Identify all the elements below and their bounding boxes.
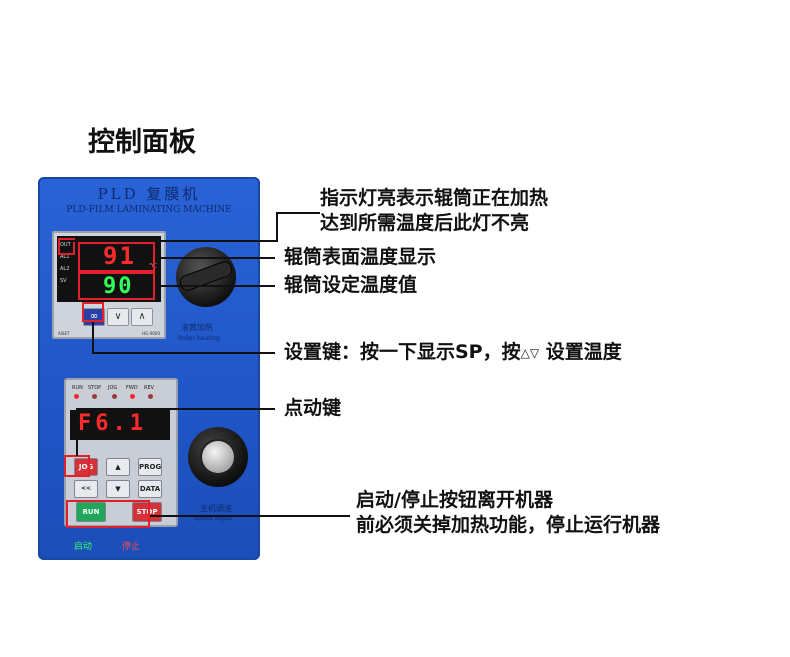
- inverter-keypad: RUN STOP JOG FWD REV F6.1 JOG ▲ PROG << …: [64, 378, 178, 527]
- leader-line-jog: [76, 408, 275, 410]
- page-title: 控制面板: [88, 127, 196, 158]
- leader-line-indicator-end: [276, 212, 320, 214]
- sv-highlight: [78, 272, 155, 300]
- led-label-fwd: FWD: [126, 385, 138, 391]
- rev-led-icon: [148, 394, 153, 399]
- controller-model-right: HG-9000: [142, 331, 160, 336]
- leader-line-indicator: [66, 240, 276, 242]
- jog-led-icon: [112, 394, 117, 399]
- temperature-display: OUT AL1 AL2 SV 91 ℃ 90: [57, 236, 161, 302]
- up-down-arrows-icon: △▽: [520, 345, 540, 360]
- leader-line-set-key-vertical: [92, 322, 94, 354]
- led-label-run: RUN: [72, 385, 83, 391]
- down-button[interactable]: ▼: [106, 480, 130, 498]
- set-key-note: 设置键：按一下显示SP，按△▽ 设置温度: [284, 340, 622, 365]
- speed-knob-label-en: Speed adjust: [194, 515, 234, 522]
- stop-label: 停止: [122, 542, 141, 552]
- indicator-label-out: OUT: [60, 242, 71, 248]
- speed-knob-label: 主机调速: [200, 504, 232, 513]
- indicator-label-al2: AL2: [60, 266, 70, 272]
- up-key-button[interactable]: ∧: [131, 308, 153, 326]
- set-key-note-b: 设置温度: [539, 341, 622, 363]
- led-label-jog: JOG: [108, 385, 118, 391]
- heater-switch-knob[interactable]: [176, 247, 236, 307]
- inverter-display: F6.1: [70, 410, 170, 440]
- run-button[interactable]: RUN: [76, 502, 106, 522]
- leader-line-jog-vertical: [76, 408, 78, 456]
- pv-highlight: [78, 242, 155, 272]
- indicator-note-line1: 指示灯亮表示辊筒正在加热: [320, 187, 549, 209]
- indicator-label-sv: SV: [60, 278, 67, 284]
- start-label: 启动: [74, 542, 93, 552]
- indicator-note: 指示灯亮表示辊筒正在加热 达到所需温度后此灯不亮: [320, 186, 548, 236]
- brand-title: PLD 复膜机: [97, 185, 201, 203]
- up-button[interactable]: ▲: [106, 458, 130, 476]
- indicator-label-al1: AL1: [60, 254, 70, 260]
- unit-label: ℃: [149, 262, 157, 270]
- set-key-highlight: [82, 302, 104, 322]
- sv-readout: 90: [103, 274, 134, 299]
- led-label-rev: REV: [144, 385, 155, 391]
- surface-temp-note: 辊筒表面温度显示: [284, 246, 437, 268]
- start-stop-note-line2: 前必须关掉加热功能，停止运行机器: [356, 514, 661, 536]
- led-label-stop: STOP: [88, 385, 102, 391]
- rev-button[interactable]: << REV: [74, 480, 98, 508]
- start-stop-note-line1: 启动/停止按钮离开机器: [356, 489, 553, 511]
- speed-adjust-knob[interactable]: [188, 427, 248, 487]
- run-led-icon: [74, 394, 79, 399]
- leader-line-set-temp: [155, 285, 275, 287]
- leader-line-surface-temp: [155, 257, 275, 259]
- set-temp-note: 辊筒设定温度值: [284, 274, 418, 296]
- start-stop-note: 启动/停止按钮离开机器 前必须关掉加热功能，停止运行机器: [356, 488, 660, 538]
- indicator-highlight: [58, 238, 75, 255]
- indicator-note-line2: 达到所需温度后此灯不亮: [320, 212, 530, 234]
- inverter-readout: F6.1: [78, 411, 147, 436]
- stop-button[interactable]: STOP: [132, 502, 162, 522]
- heater-knob-label-en: Roller heating: [178, 335, 220, 342]
- leader-line-set-key: [92, 352, 275, 354]
- controller-model-left: AISET: [58, 331, 70, 336]
- jog-key-note: 点动键: [284, 397, 342, 419]
- set-key-note-a: 设置键：按一下显示SP，按: [284, 341, 521, 363]
- prog-button[interactable]: PROG: [138, 458, 162, 476]
- brand-subtitle: PLD-FILM LAMINATING MACHINE: [66, 205, 232, 215]
- run-stop-highlight: [66, 500, 150, 528]
- pv-readout: 91: [103, 242, 136, 270]
- fwd-led-icon: [130, 394, 135, 399]
- leader-line-run-stop: [150, 515, 350, 517]
- data-button[interactable]: DATA: [138, 480, 162, 498]
- down-key-button[interactable]: ∨: [107, 308, 129, 326]
- jog-highlight: [64, 455, 90, 477]
- stop-led-icon: [92, 394, 97, 399]
- leader-line-indicator-vertical: [276, 212, 278, 242]
- heater-knob-label: 滚筒加热: [181, 323, 213, 332]
